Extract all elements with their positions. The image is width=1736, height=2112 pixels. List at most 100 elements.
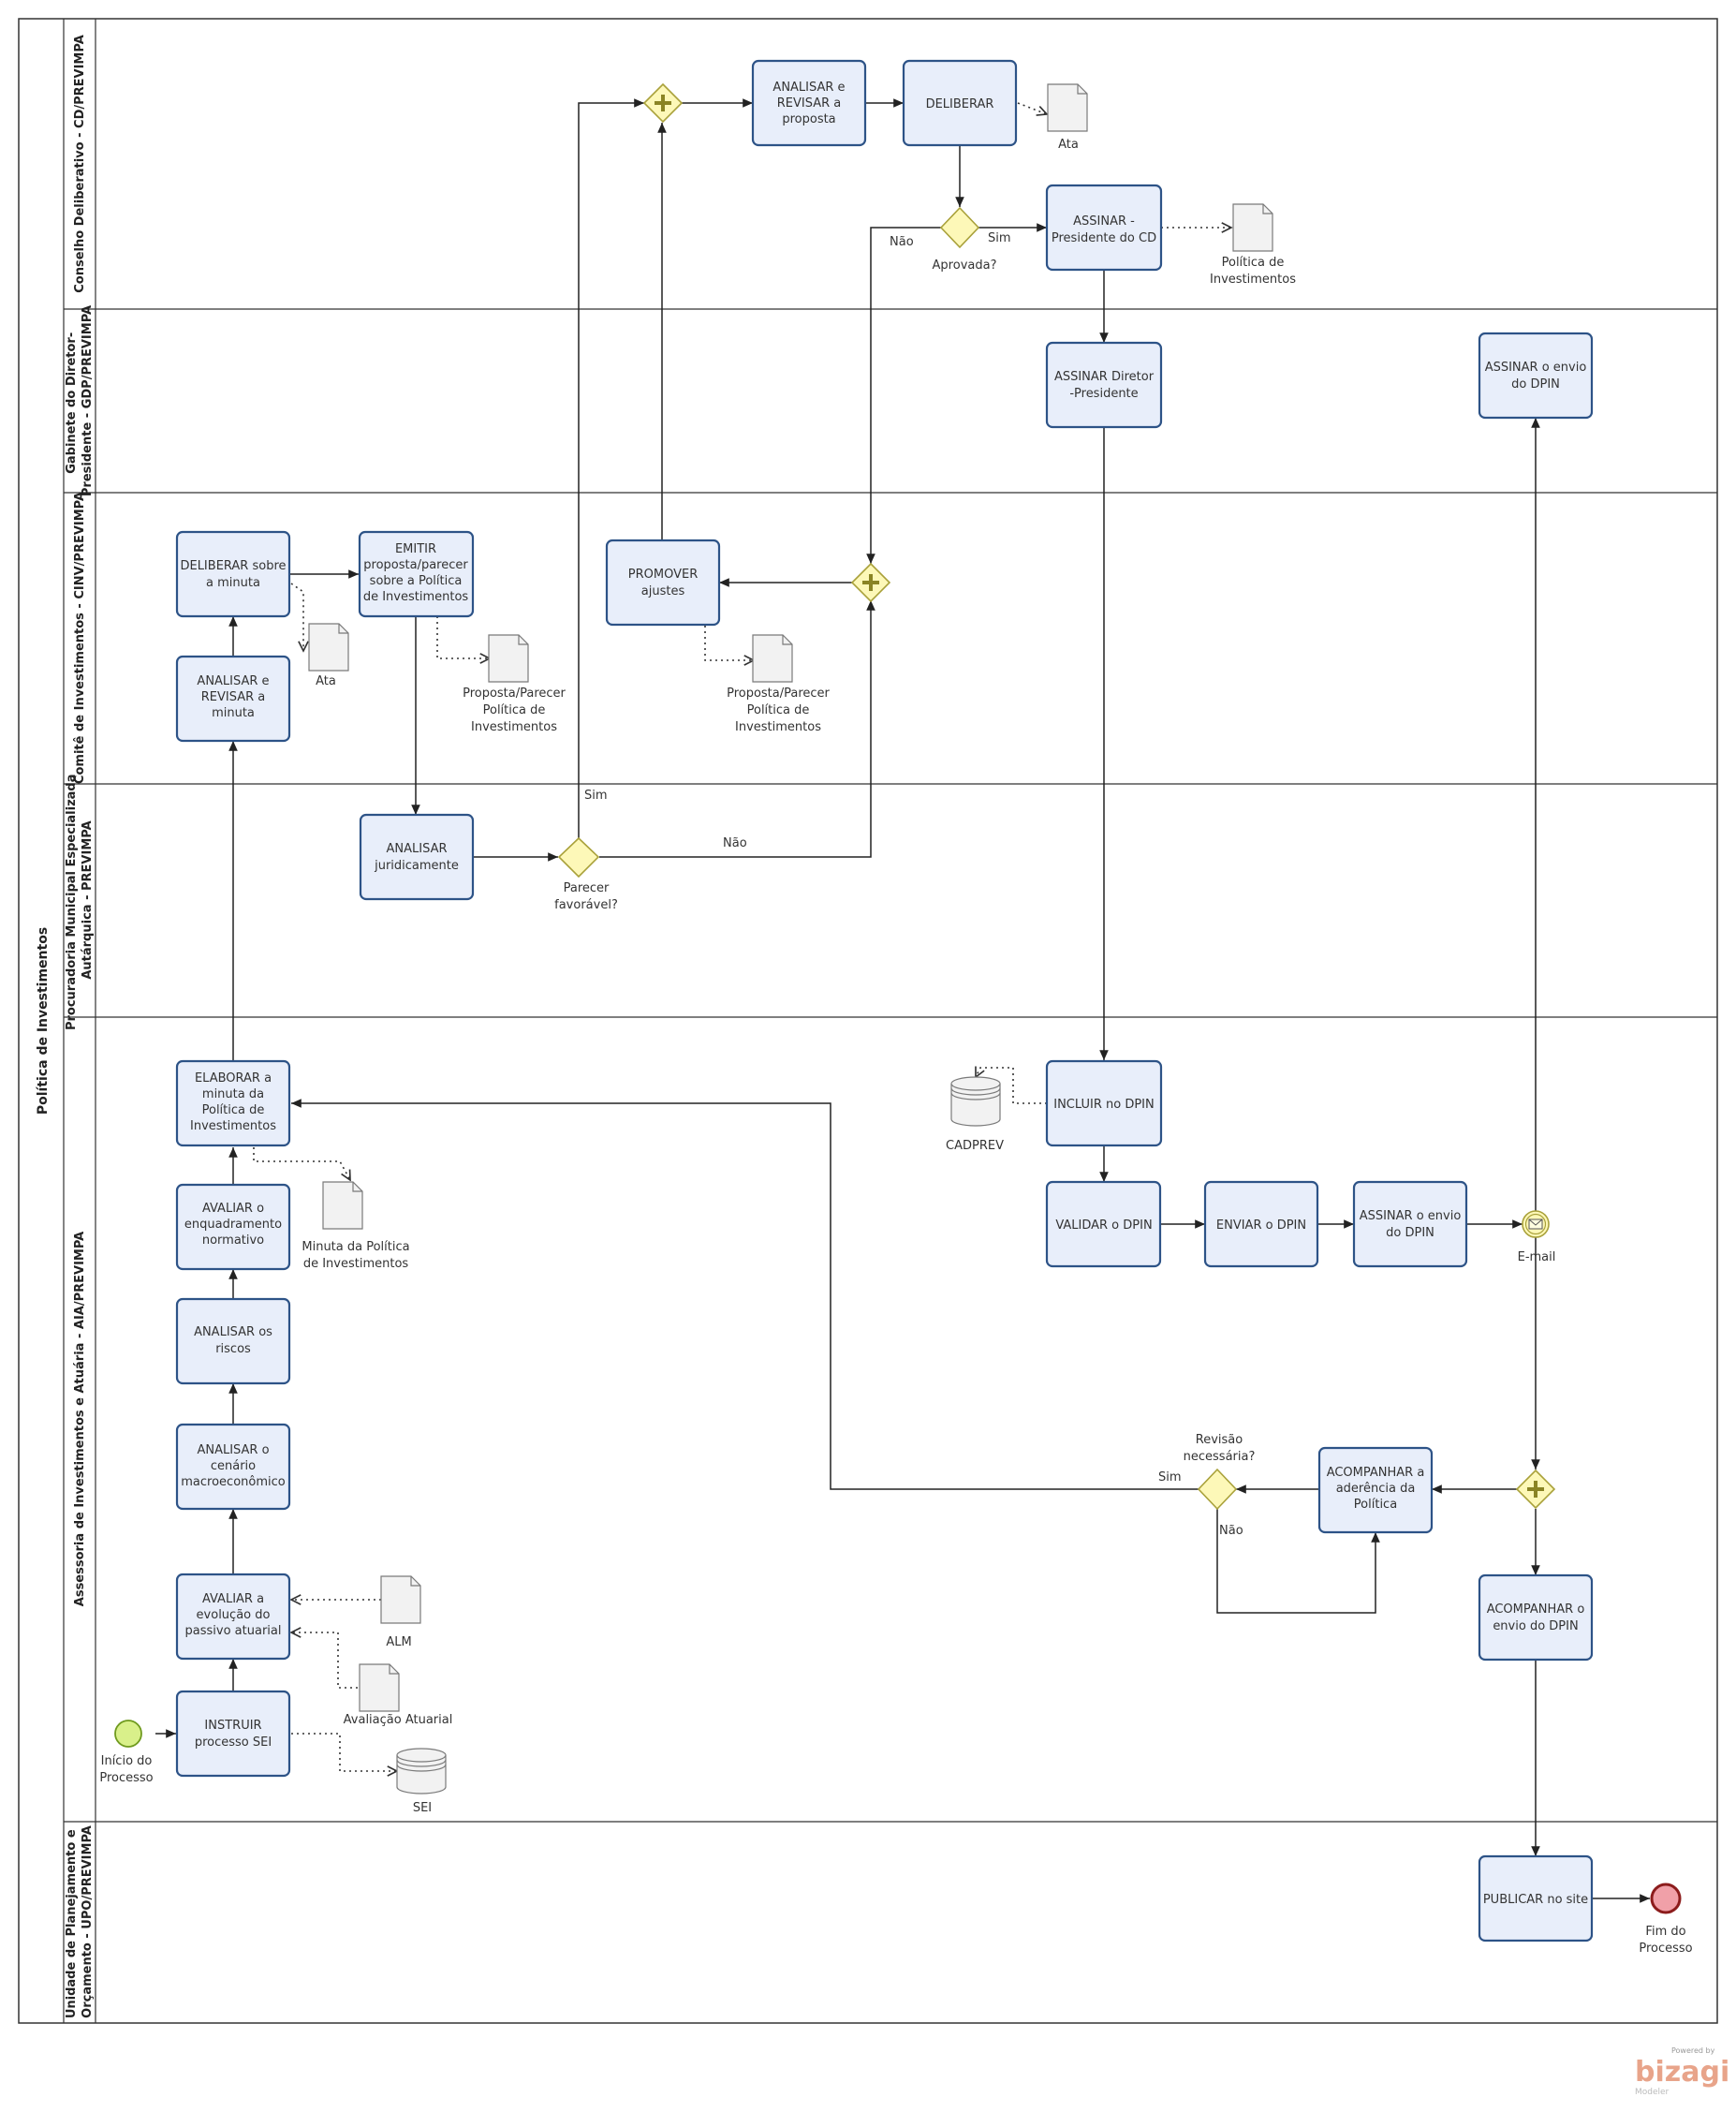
- task-publicar-site[interactable]: PUBLICAR no site: [1478, 1854, 1594, 1942]
- task-assinar-diretor-presidente[interactable]: ASSINAR Diretor-Presidente: [1045, 341, 1163, 429]
- svg-text:VALIDAR o DPIN: VALIDAR o DPIN: [1055, 1218, 1152, 1233]
- svg-text:PUBLICAR no site: PUBLICAR no site: [1483, 1893, 1588, 1907]
- gateway-parallel-aia[interactable]: [1515, 1469, 1556, 1510]
- email-event[interactable]: [1522, 1210, 1550, 1238]
- lane-aia-label: Assessoria de Investimentos e Atuária - …: [73, 1232, 87, 1606]
- doc-avaliacao-label: Avaliação Atuarial: [344, 1713, 453, 1727]
- lane-gdp-label: Gabinete do Diretor- Presidente - GDP/PR…: [65, 305, 95, 496]
- bizagi-watermark: Powered by bizagi Modeler: [1635, 2046, 1729, 2097]
- svg-text:ASSINAR Diretor-Presidente: ASSINAR Diretor-Presidente: [1054, 370, 1155, 401]
- doc-ata-cd-label: Ata: [1058, 138, 1079, 152]
- doc-politica-investimentos[interactable]: [1232, 203, 1273, 252]
- task-enviar-dpin[interactable]: ENVIAR o DPIN: [1203, 1180, 1319, 1268]
- datastore-sei-label: SEI: [413, 1801, 432, 1815]
- task-assinar-presidente-cd[interactable]: ASSINAR -Presidente do CD: [1045, 184, 1163, 272]
- flow-label-nao-aprovada: Não: [890, 235, 914, 249]
- pool-title: Política de Investimentos: [36, 927, 51, 1115]
- datastore-sei[interactable]: [396, 1748, 447, 1794]
- task-validar-dpin[interactable]: VALIDAR o DPIN: [1045, 1180, 1162, 1268]
- svg-text:bizagi: bizagi: [1635, 2056, 1729, 2089]
- lane-upo-label: Unidade de Planejamento e Orçamento - UP…: [65, 1825, 95, 2018]
- flow-label-sim-aprovada: Sim: [988, 231, 1011, 245]
- flow-label-nao-revisao: Não: [1219, 1524, 1243, 1538]
- task-incluir-dpin[interactable]: INCLUIR no DPIN: [1045, 1059, 1163, 1147]
- gateway-parallel-cinv[interactable]: [850, 562, 891, 603]
- doc-alm-label: ALM: [386, 1635, 411, 1649]
- associations: [253, 102, 1231, 1771]
- gateway-aprovada[interactable]: [939, 206, 980, 249]
- svg-text:Powered by: Powered by: [1671, 2046, 1715, 2055]
- doc-ata-cd[interactable]: [1047, 83, 1088, 132]
- doc-ata-cinv[interactable]: [308, 623, 349, 672]
- svg-text:ASSINAR -Presidente do CD: ASSINAR -Presidente do CD: [1052, 214, 1156, 245]
- flow-label-sim-parecer: Sim: [584, 789, 608, 803]
- start-event[interactable]: [114, 1720, 142, 1748]
- doc-alm[interactable]: [380, 1575, 421, 1624]
- datastore-cadprev-label: CADPREV: [946, 1139, 1004, 1153]
- envelope-icon: [1528, 1218, 1543, 1230]
- doc-avaliacao-atuarial[interactable]: [359, 1663, 400, 1712]
- end-event[interactable]: [1650, 1883, 1682, 1914]
- gateway-parecer-favoravel[interactable]: [557, 836, 600, 879]
- pool: Política de Investimentos: [18, 18, 1718, 2024]
- gateway-parallel-cd[interactable]: [642, 82, 684, 124]
- svg-text:Modeler: Modeler: [1635, 2088, 1670, 2097]
- doc-proposta-parecer-1[interactable]: [488, 634, 529, 683]
- svg-text:DELIBERAR: DELIBERAR: [926, 97, 994, 111]
- doc-minuta[interactable]: [322, 1181, 363, 1230]
- doc-ata-cinv-label: Ata: [316, 674, 336, 688]
- flow-label-nao-parecer: Não: [723, 836, 747, 850]
- datastore-cadprev[interactable]: [950, 1076, 1001, 1127]
- gateway-aprovada-label: Aprovada?: [933, 258, 997, 273]
- flow-label-sim-revisao: Sim: [1158, 1470, 1182, 1484]
- lane-dividers: [64, 308, 1717, 1823]
- email-event-label: E-mail: [1518, 1250, 1556, 1264]
- doc-proposta-parecer-2[interactable]: [752, 634, 793, 683]
- svg-text:INCLUIR no DPIN: INCLUIR no DPIN: [1053, 1098, 1154, 1112]
- lane-cd-label: Conselho Deliberativo - CD/PREVIMPA: [73, 35, 87, 293]
- lane-pmea-label: Procuradoria Municipal Especializada Aut…: [65, 770, 95, 1030]
- task-deliberar[interactable]: DELIBERAR: [902, 59, 1018, 147]
- lane-cinv-label: Comitê de Investimentos - CINV/PREVIMPA: [73, 492, 87, 784]
- gateway-revisao-necessaria[interactable]: [1197, 1468, 1238, 1511]
